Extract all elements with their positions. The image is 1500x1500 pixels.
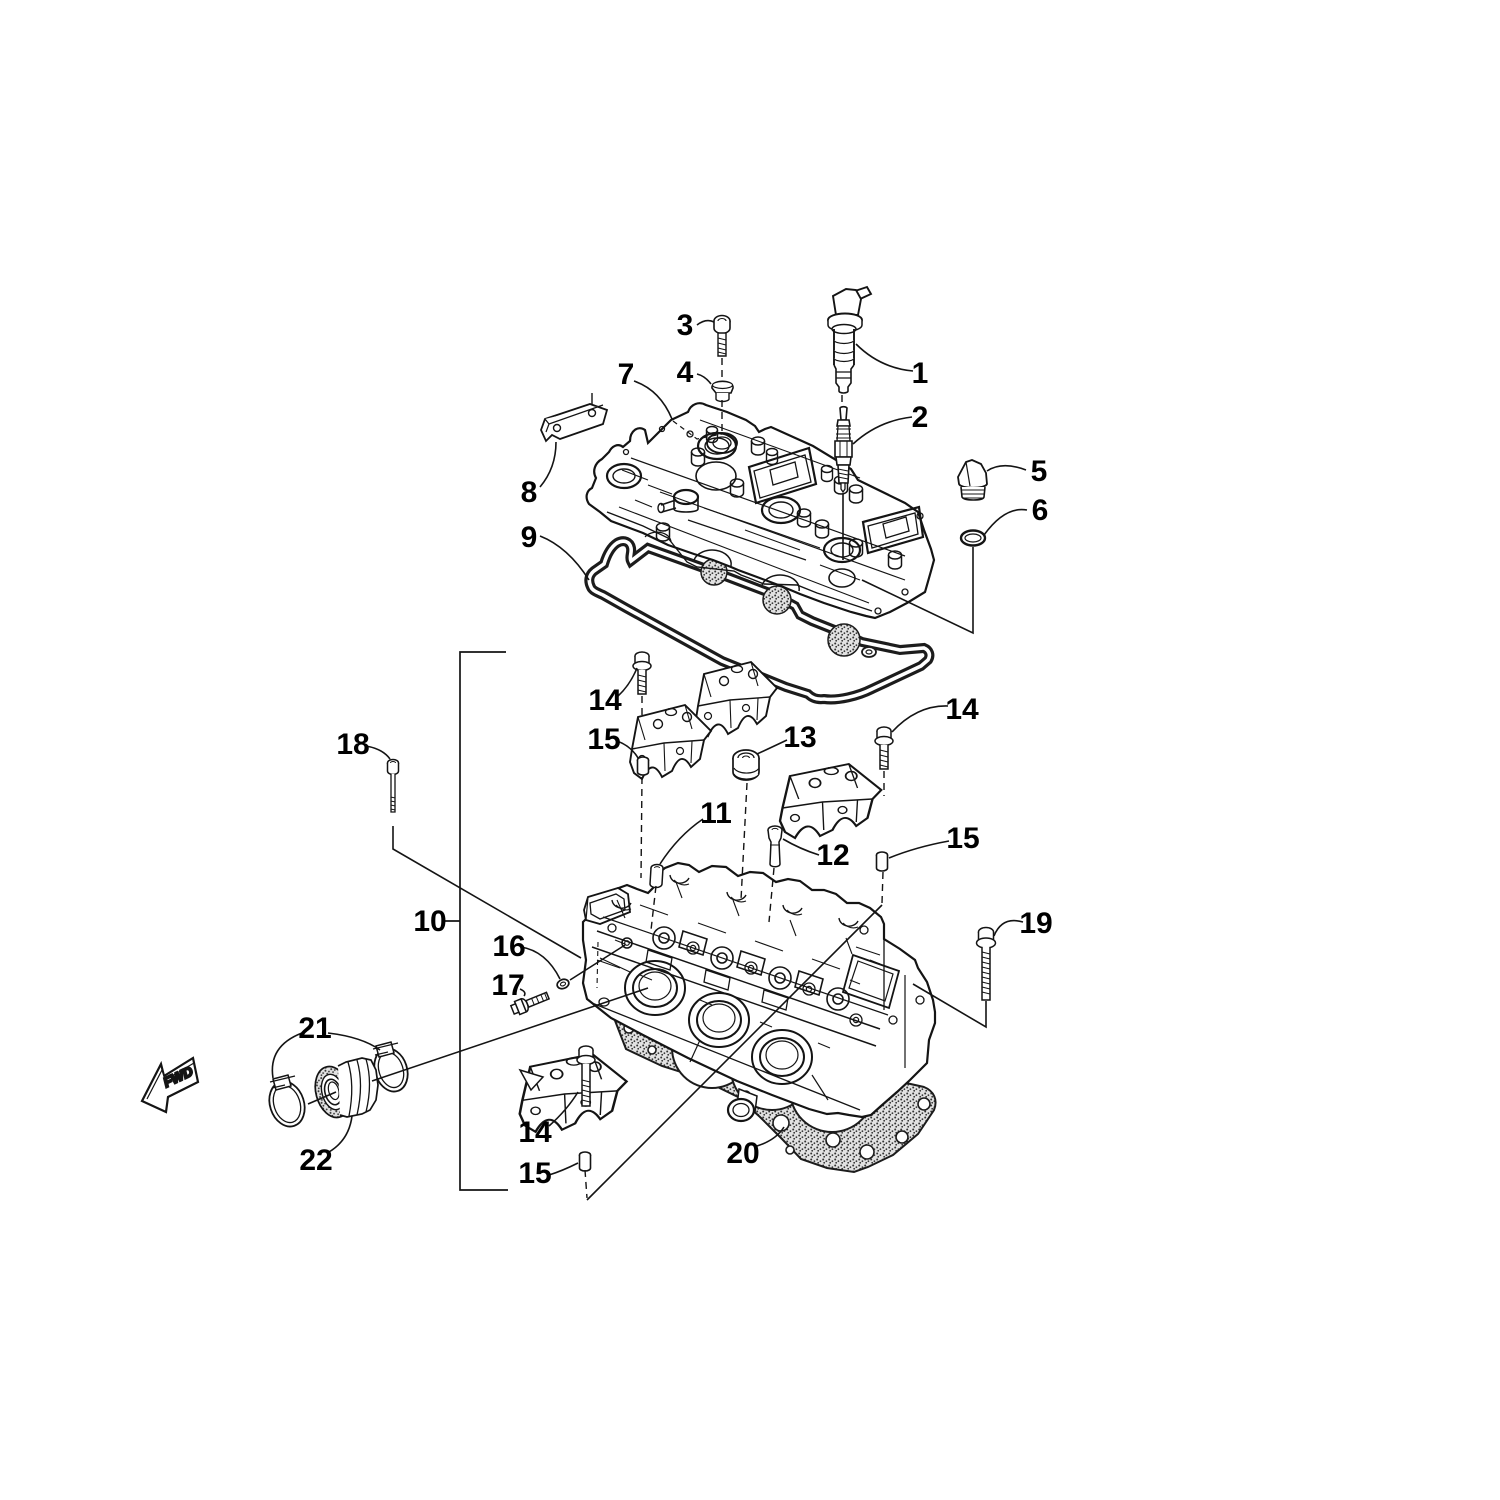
svg-text:17: 17 bbox=[491, 969, 524, 1002]
svg-text:5: 5 bbox=[1031, 455, 1048, 488]
svg-text:14: 14 bbox=[588, 684, 622, 717]
svg-text:12: 12 bbox=[816, 839, 849, 872]
svg-text:2: 2 bbox=[912, 401, 929, 434]
svg-text:15: 15 bbox=[946, 822, 979, 855]
svg-text:22: 22 bbox=[299, 1144, 332, 1177]
svg-text:15: 15 bbox=[587, 723, 620, 756]
svg-text:19: 19 bbox=[1019, 907, 1052, 940]
svg-text:15: 15 bbox=[518, 1157, 551, 1190]
svg-text:13: 13 bbox=[783, 721, 816, 754]
svg-text:9: 9 bbox=[521, 521, 538, 554]
svg-text:3: 3 bbox=[677, 309, 694, 342]
svg-text:11: 11 bbox=[700, 797, 732, 830]
svg-text:21: 21 bbox=[298, 1012, 331, 1045]
svg-text:10: 10 bbox=[413, 905, 446, 938]
svg-text:20: 20 bbox=[726, 1137, 759, 1170]
svg-text:6: 6 bbox=[1032, 494, 1049, 527]
svg-text:16: 16 bbox=[492, 930, 525, 963]
svg-text:14: 14 bbox=[518, 1116, 552, 1149]
svg-text:1: 1 bbox=[912, 357, 929, 390]
svg-text:8: 8 bbox=[521, 476, 538, 509]
svg-text:7: 7 bbox=[618, 358, 635, 391]
svg-text:4: 4 bbox=[677, 356, 694, 389]
svg-text:18: 18 bbox=[336, 728, 369, 761]
svg-text:14: 14 bbox=[945, 693, 979, 726]
